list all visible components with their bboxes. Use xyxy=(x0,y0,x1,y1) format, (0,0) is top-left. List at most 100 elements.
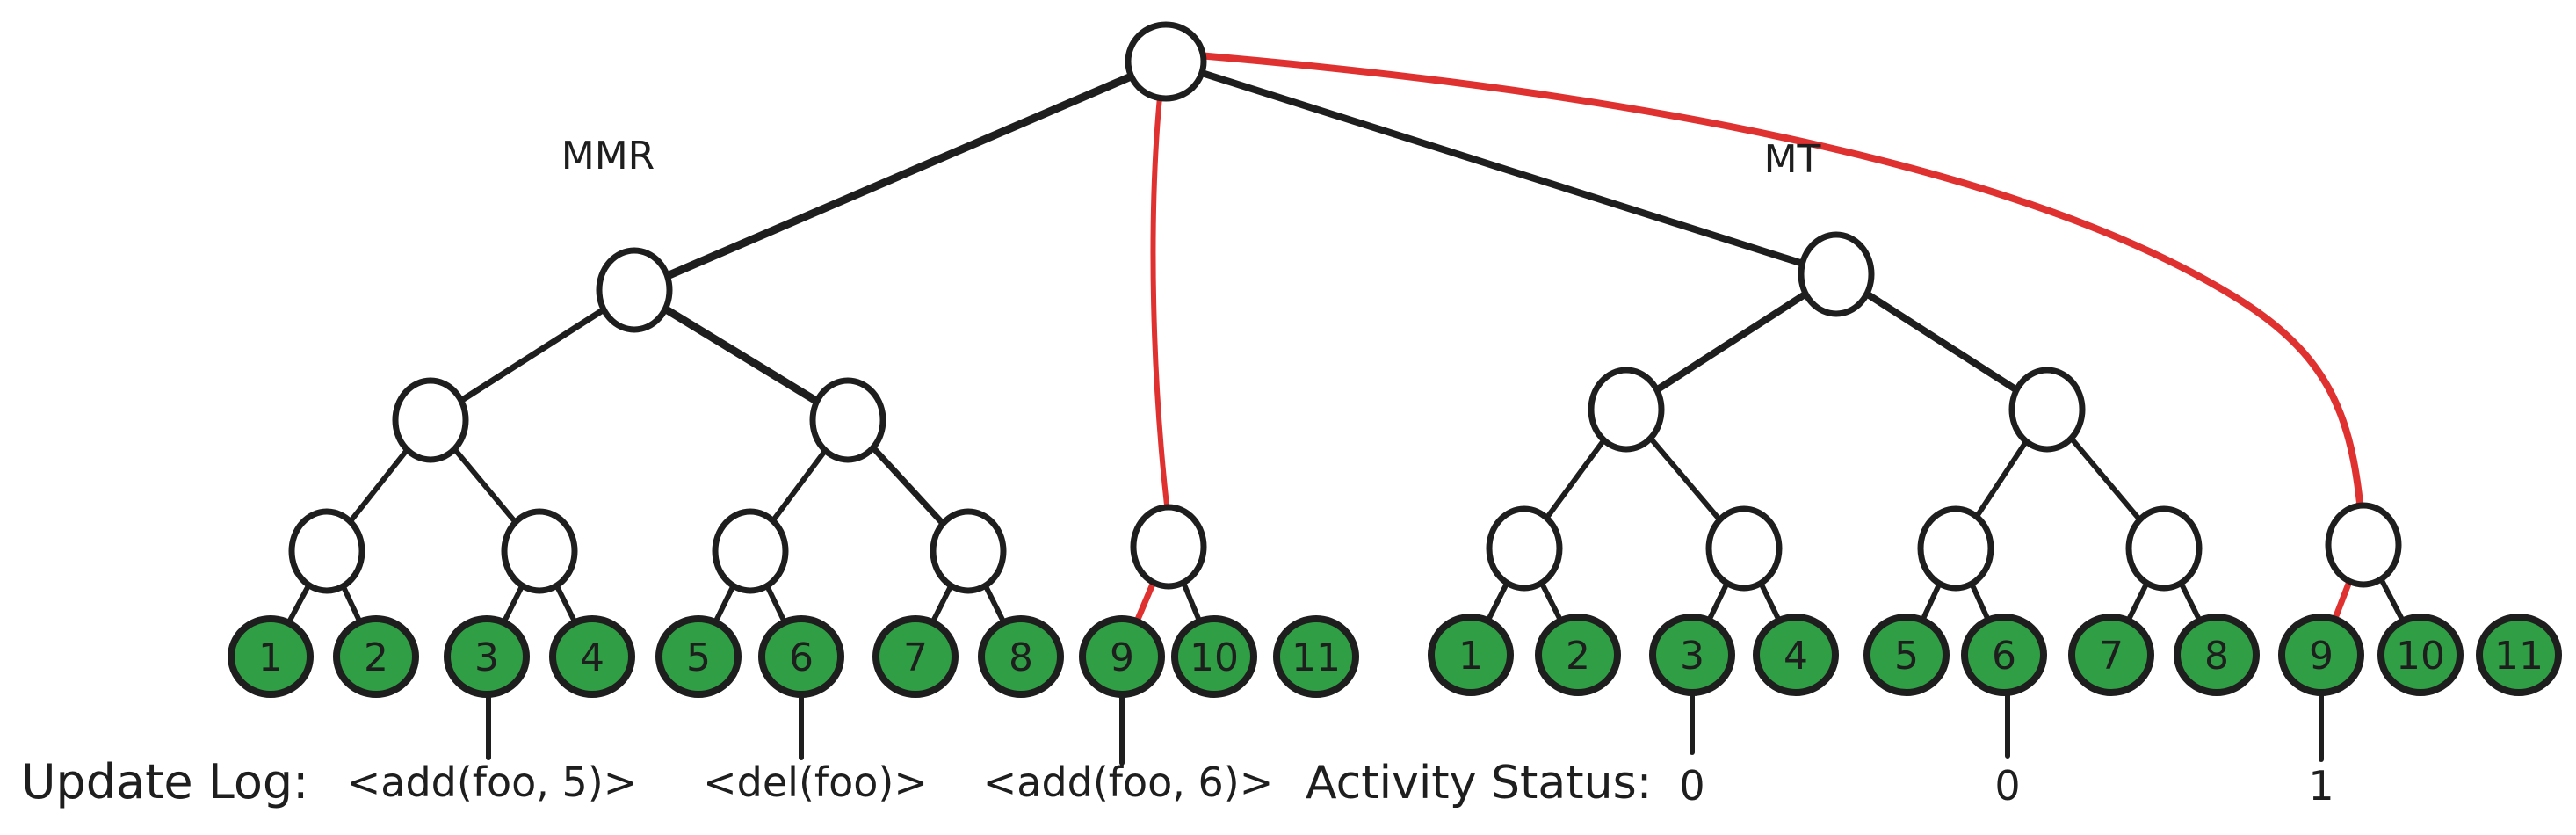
tree-node-mt3a xyxy=(1486,505,1563,592)
leaf-circle xyxy=(1649,614,1735,696)
mt-leaf-3: 3 xyxy=(1649,614,1735,696)
update-log-entry-0: <add(foo, 5)> xyxy=(347,759,638,806)
leaf-number: 11 xyxy=(2494,634,2543,679)
leaf-number: 1 xyxy=(1458,634,1483,679)
mt-leaf-8: 8 xyxy=(2174,614,2260,696)
leaf-circle xyxy=(872,615,959,698)
mt-leaf-10: 10 xyxy=(2377,614,2464,696)
mt-leaf-9: 9 xyxy=(2278,614,2364,696)
leaf-number: 5 xyxy=(686,635,711,680)
leaf-circle xyxy=(1863,614,1950,696)
mmr-leaf-11: 11 xyxy=(1273,615,1359,698)
leaf-circle xyxy=(1428,614,1514,696)
leaf-circle xyxy=(655,615,742,698)
tree-node-mmr3a xyxy=(288,508,365,594)
leaf-circle xyxy=(1535,614,1621,696)
tree-node-mmr2a xyxy=(392,377,469,463)
tree-node-mmrpk xyxy=(1130,504,1207,590)
leaf-number: 2 xyxy=(364,635,388,680)
leaf-circle xyxy=(2476,614,2562,696)
tree-node-mt1 xyxy=(1798,231,1875,317)
leaf-number: 10 xyxy=(1190,635,1239,680)
annotation-ticks xyxy=(486,690,2324,766)
tree-edge-root-mt1 xyxy=(1162,58,1840,278)
leaf-circle xyxy=(1961,614,2047,696)
tree-node-mmr3b xyxy=(501,508,578,594)
red-update-paths xyxy=(1150,51,2365,524)
tree-edge-mmr1-mmr2b xyxy=(630,286,852,425)
leaf-circle xyxy=(1753,614,1839,696)
leaf-number: 10 xyxy=(2396,634,2445,679)
leaf-circle xyxy=(228,615,314,698)
leaf-circle xyxy=(333,615,419,698)
leaf-number: 6 xyxy=(1992,634,2016,679)
mmr-leaf-9: 9 xyxy=(1079,615,1165,698)
shared-root-node xyxy=(1125,21,1207,102)
tree-node-mt2b xyxy=(2008,367,2086,453)
tree-edge-mt1-mt2b xyxy=(1833,271,2051,413)
tree-node-mt2a xyxy=(1588,367,1665,453)
update-log-entry-2: <add(foo, 6)> xyxy=(983,759,1274,806)
leaf-circle xyxy=(444,615,530,698)
activity-status-label: Activity Status: xyxy=(1306,757,1652,810)
leaf-circle xyxy=(978,615,1064,698)
leaf-number: 9 xyxy=(2309,634,2334,679)
update-log-entry-1: <del(foo)> xyxy=(703,759,928,806)
diagram-texts: MMR MT Update Log: Activity Status: <add… xyxy=(21,134,2334,810)
tree-node-mt3d xyxy=(2125,505,2203,592)
leaf-number: 5 xyxy=(1894,634,1919,679)
leaf-number: 4 xyxy=(580,635,604,680)
leaf-number: 8 xyxy=(1009,635,1033,680)
tree-node-mtpk xyxy=(2325,502,2402,588)
leaf-circle xyxy=(549,615,635,698)
mt-leaf-6: 6 xyxy=(1961,614,2047,696)
leaf-circle xyxy=(2278,614,2364,696)
leaf-circle xyxy=(2174,614,2260,696)
mt-leaf-5: 5 xyxy=(1863,614,1950,696)
leaf-circle xyxy=(1079,615,1165,698)
mmr-leaf-5: 5 xyxy=(655,615,742,698)
leaf-number: 2 xyxy=(1566,634,1590,679)
mmr-leaf-10: 10 xyxy=(1171,615,1257,698)
red-link-root-to-mmr-peak xyxy=(1150,85,1171,523)
mt-tree-label: MT xyxy=(1764,137,1821,182)
mmr-leaf-6: 6 xyxy=(758,615,844,698)
leaf-number: 9 xyxy=(1110,635,1134,680)
activity-status-value-0: 0 xyxy=(1679,762,1704,810)
leaf-circle xyxy=(2377,614,2464,696)
mmr-leaf-3: 3 xyxy=(444,615,530,698)
leaf-circle xyxy=(1273,615,1359,698)
mt-leaf-4: 4 xyxy=(1753,614,1839,696)
tree-edge-root-mmr1 xyxy=(630,57,1170,294)
tree-node-mt3b xyxy=(1705,505,1783,592)
mmr-leaf-7: 7 xyxy=(872,615,959,698)
tree-node-mmr2b xyxy=(809,377,886,463)
leaf-number: 3 xyxy=(474,635,499,680)
tree-edge-mmr1-mmr2a xyxy=(427,287,638,424)
leaf-number: 8 xyxy=(2204,634,2229,679)
activity-status-value-2: 1 xyxy=(2308,762,2334,810)
mmr-leaf-1: 1 xyxy=(228,615,314,698)
leaf-number: 1 xyxy=(258,635,283,680)
mt-leaf-1: 1 xyxy=(1428,614,1514,696)
activity-status-value-1: 0 xyxy=(1994,762,2020,810)
mt-leaf-7: 7 xyxy=(2068,614,2154,696)
leaf-number: 7 xyxy=(903,635,928,680)
leaf-number: 4 xyxy=(1784,634,1808,679)
internal-nodes xyxy=(288,21,2402,594)
leaf-number: 7 xyxy=(2099,634,2124,679)
leaf-circle xyxy=(2068,614,2154,696)
leaf-circle xyxy=(1171,615,1257,698)
update-log-label: Update Log: xyxy=(21,754,308,810)
mmr-tree-label: MMR xyxy=(561,134,655,178)
mmr-leaf-4: 4 xyxy=(549,615,635,698)
tree-node-mmr3c xyxy=(712,508,789,594)
mmr-leaf-8: 8 xyxy=(978,615,1064,698)
tree-node-mmr1 xyxy=(596,247,673,333)
mmr-leaf-2: 2 xyxy=(333,615,419,698)
mt-leaf-2: 2 xyxy=(1535,614,1621,696)
tree-edge-mt1-mt2a xyxy=(1623,271,1840,413)
